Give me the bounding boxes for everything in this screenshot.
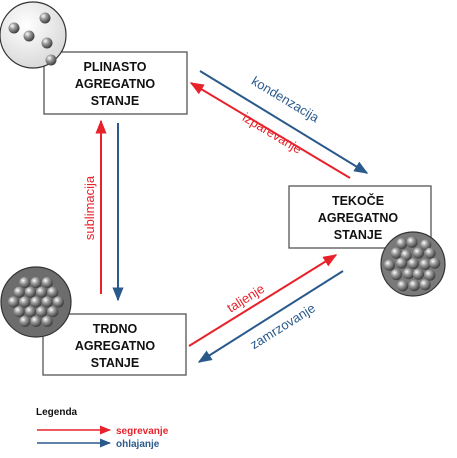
liquid-particle <box>419 258 431 271</box>
izparevanje-label: izparevanje <box>240 110 305 157</box>
solid-particle <box>24 306 36 318</box>
solid-particle <box>24 286 36 298</box>
kondenzacija-arrow <box>199 70 369 174</box>
liquid-state-line-3: STANJE <box>334 228 382 242</box>
solid-particle <box>41 315 53 327</box>
liquid-particle <box>424 247 436 259</box>
liquid-particle <box>390 247 402 259</box>
solid-particle <box>8 296 20 308</box>
solid-particle <box>30 315 42 327</box>
liquid-particle <box>395 257 408 269</box>
liquid-particle <box>429 257 441 269</box>
liquid-particle <box>408 279 420 292</box>
liquid-particle <box>412 268 425 280</box>
liquid-state-line-2: AGREGATNO <box>318 211 399 225</box>
liquid-particle <box>402 268 415 280</box>
zamrzovanje-arrow <box>197 270 344 363</box>
gas-state-line-3: STANJE <box>91 94 139 108</box>
legend-cooling-label: ohlajanje <box>116 439 160 450</box>
legend: Legenda segrevanje ohlajanje <box>36 407 169 450</box>
solid-particle <box>30 277 42 289</box>
solid-particle <box>19 315 31 327</box>
solid-particle <box>13 286 25 298</box>
liquid-particle <box>419 279 431 291</box>
gas-state-line-2: AGREGATNO <box>75 77 156 91</box>
liquid-state-box: TEKOČE AGREGATNO STANJE <box>288 185 432 249</box>
solid-particle <box>19 296 31 308</box>
liquid-particle <box>420 239 432 251</box>
solid-particle <box>52 296 64 308</box>
solid-particle <box>36 286 48 298</box>
liquid-particle <box>383 259 396 271</box>
solid-state-line-3: STANJE <box>91 356 139 370</box>
solid-particle <box>36 306 48 318</box>
gas-state-line-1: PLINASTO <box>84 60 147 74</box>
solid-particle <box>13 306 25 318</box>
liquid-particle <box>407 258 419 270</box>
liquid-particles-illustration <box>380 231 446 297</box>
arrows <box>95 70 369 363</box>
liquid-particle <box>390 269 402 281</box>
solid-particle <box>19 277 31 289</box>
liquid-state-line-1: TEKOČE <box>332 193 384 208</box>
solid-state-line-2: AGREGATNO <box>75 339 156 353</box>
sublimacija-label: sublimacija <box>82 175 97 240</box>
legend-heating-label: segrevanje <box>116 426 169 437</box>
solid-particle <box>47 306 59 318</box>
taljenje-arrow <box>188 254 338 347</box>
solid-particles-illustration <box>0 266 72 338</box>
solid-particle <box>41 277 53 289</box>
liquid-particle <box>412 247 425 259</box>
legend-title: Legenda <box>36 407 78 418</box>
solid-particle <box>41 296 53 308</box>
solid-particle <box>47 286 59 298</box>
solid-state-line-1: TRDNO <box>93 322 138 336</box>
gas-state-box: PLINASTO AGREGATNO STANJE <box>43 51 188 115</box>
izparevanje-arrow <box>189 82 351 179</box>
gas-particles-illustration <box>0 1 67 69</box>
solid-particle <box>30 296 42 308</box>
liquid-particle <box>396 237 408 250</box>
liquid-particle <box>406 236 418 248</box>
solid-state-box: TRDNO AGREGATNO STANJE <box>42 313 187 376</box>
liquid-particle <box>424 269 436 281</box>
liquid-particle <box>397 280 409 292</box>
